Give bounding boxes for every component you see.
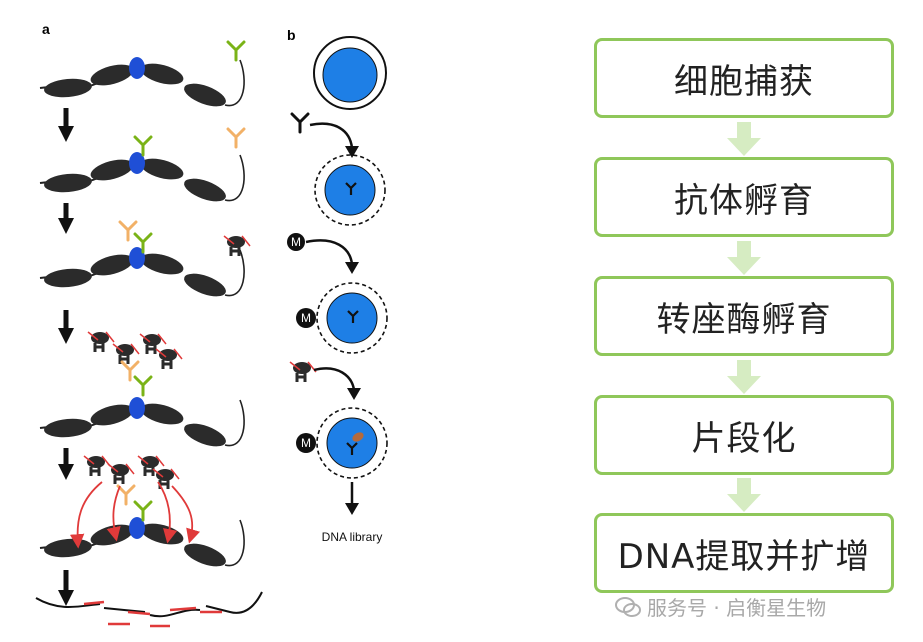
flow-arrow-down-icon	[727, 122, 761, 156]
panel-b-label: b	[287, 27, 296, 43]
wechat-icon	[615, 596, 641, 617]
panel-a-step3	[39, 220, 252, 302]
panel-a-step2	[39, 127, 246, 207]
panel-a-step4	[39, 330, 246, 452]
dna-library-label: DNA library	[322, 530, 383, 544]
dna-fragments	[35, 591, 263, 628]
watermark-text: 服务号 · 启衡星生物	[647, 596, 827, 620]
cell-permeabilized-1	[314, 154, 386, 226]
cut-arrow	[69, 481, 103, 549]
panel-a-label: a	[42, 21, 50, 37]
secondary-antibody-icon	[226, 127, 246, 149]
add-antibody-arrow	[290, 112, 359, 158]
watermark: 服务号 · 启衡星生物	[615, 592, 826, 621]
transposase-icon	[222, 234, 252, 258]
svg-text:M: M	[301, 311, 311, 325]
flow-step-cell-capture: 细胞捕获	[594, 38, 894, 118]
flow-step-transposase-incubation: 转座酶孵育	[594, 276, 894, 356]
panel-a-step1	[39, 40, 246, 112]
cell-captured	[313, 36, 387, 110]
flow-step-antibody-incubation: 抗体孵育	[594, 157, 894, 237]
m-enzyme-icon	[287, 233, 305, 251]
cell-permeabilized-3: M	[296, 407, 388, 479]
add-pa-mnase-arrow: M	[287, 233, 359, 274]
flow-arrow-down-icon	[727, 241, 761, 275]
add-transposase-arrow	[288, 360, 361, 400]
primary-antibody-icon	[226, 40, 246, 62]
flow-step-fragmentation: 片段化	[594, 395, 894, 475]
panel-a-step5	[39, 454, 246, 572]
flow-arrow-down-icon	[727, 360, 761, 394]
flow-arrow-down-icon	[727, 478, 761, 512]
flow-step-dna-extraction: DNA提取并扩增	[594, 513, 894, 593]
svg-text:M: M	[291, 235, 301, 249]
cell-permeabilized-2: M	[296, 282, 388, 354]
svg-text:M: M	[301, 436, 311, 450]
